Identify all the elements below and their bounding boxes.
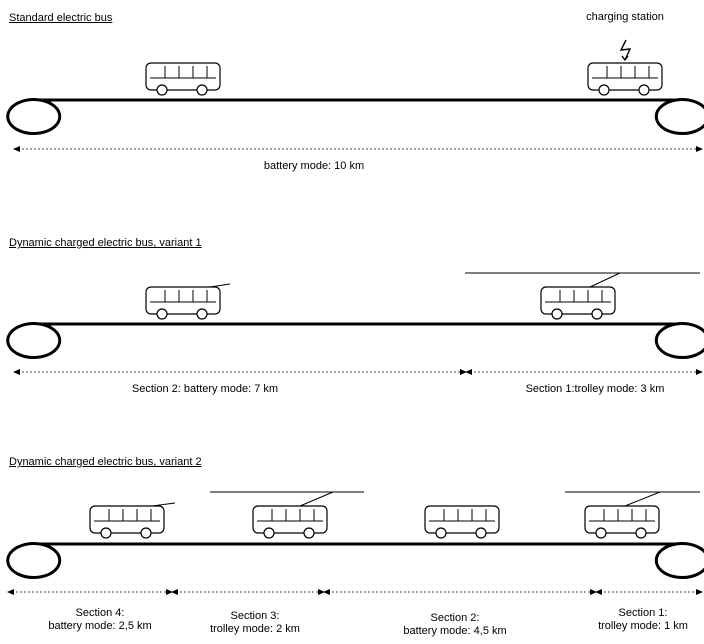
retracted-pole bbox=[152, 503, 175, 506]
section-mode: battery mode: 2,5 km bbox=[20, 620, 180, 633]
retracted-pole bbox=[210, 284, 230, 287]
section-mode: trolley mode: 2 km bbox=[185, 623, 325, 636]
road-loop bbox=[8, 544, 704, 578]
bus-icon bbox=[90, 506, 164, 538]
lightning-bolt-icon bbox=[621, 40, 630, 60]
panel-standard bbox=[8, 40, 704, 149]
bus-icon bbox=[425, 506, 499, 538]
panel-variant-1 bbox=[8, 273, 704, 372]
section-name: Section 3: bbox=[185, 610, 325, 623]
section-name: Section 4: bbox=[20, 607, 180, 620]
section-label: Section 1:trolley mode: 3 km bbox=[500, 383, 690, 396]
section-name: Section 1: bbox=[584, 607, 702, 620]
road-loop bbox=[8, 323, 704, 357]
road-loop bbox=[8, 100, 704, 134]
section-mode: battery mode: 4,5 km bbox=[375, 625, 535, 638]
section-label: battery mode: 10 km bbox=[214, 160, 414, 173]
trolley-pole bbox=[590, 273, 620, 287]
panel-title: Standard electric bus bbox=[9, 12, 112, 24]
section-name: Section 2: bbox=[375, 612, 535, 625]
panel-title: Dynamic charged electric bus, variant 2 bbox=[9, 456, 202, 468]
section-label: Section 2: battery mode: 7 km bbox=[100, 383, 310, 396]
bus-icon bbox=[146, 287, 220, 319]
section-label: Section 1: trolley mode: 1 km bbox=[584, 607, 702, 633]
charging-station-label: charging station bbox=[560, 11, 690, 24]
panel-variant-2 bbox=[8, 492, 704, 592]
trolley-pole bbox=[625, 492, 660, 506]
section-mode: trolley mode: 1 km bbox=[584, 620, 702, 633]
section-label: Section 3: trolley mode: 2 km bbox=[185, 610, 325, 636]
panel-title: Dynamic charged electric bus, variant 1 bbox=[9, 237, 202, 249]
section-label: Section 2: battery mode: 4,5 km bbox=[375, 612, 535, 638]
trolleybus-icon bbox=[585, 506, 659, 538]
bus-icon bbox=[588, 63, 662, 95]
trolley-pole bbox=[300, 492, 333, 506]
bus-icon bbox=[146, 63, 220, 95]
section-label: Section 4: battery mode: 2,5 km bbox=[20, 607, 180, 633]
trolleybus-icon bbox=[253, 506, 327, 538]
trolleybus-icon bbox=[541, 287, 615, 319]
